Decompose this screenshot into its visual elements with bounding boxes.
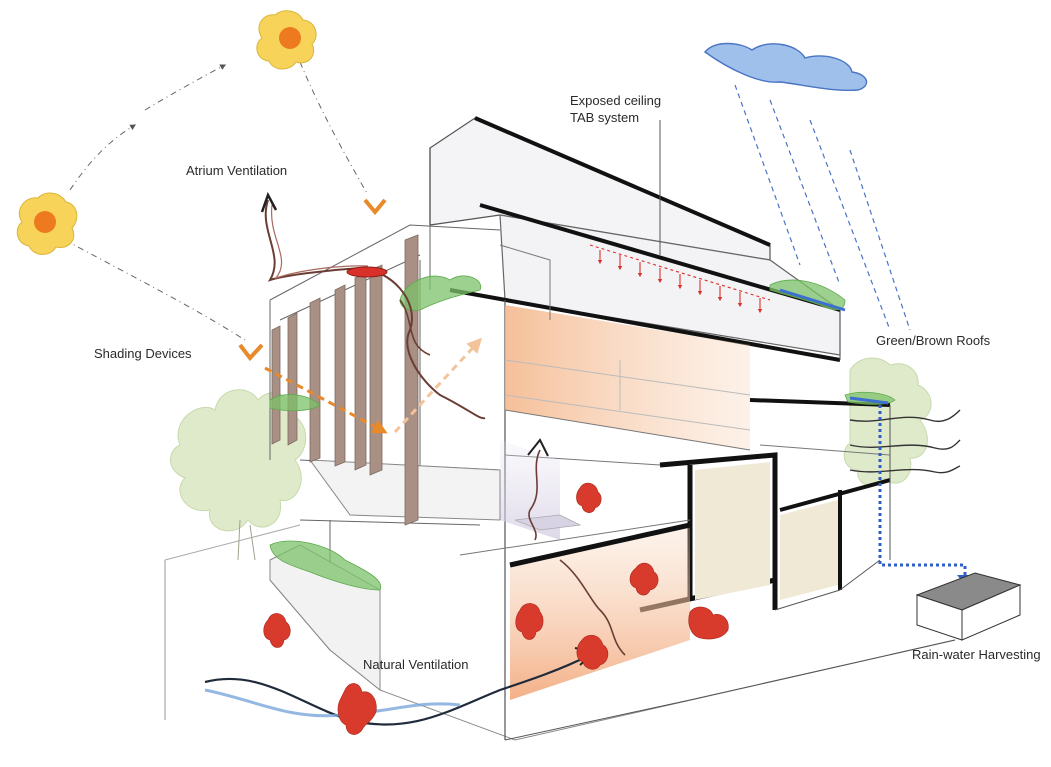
cloud-icon: [705, 44, 867, 91]
tree-icon: [170, 390, 305, 560]
label-green-brown-roofs: Green/Brown Roofs: [876, 333, 990, 349]
label-tab-system: TAB system: [570, 110, 639, 126]
label-natural-ventilation: Natural Ventilation: [363, 657, 469, 673]
water-tank-icon: [917, 573, 1020, 640]
sun-icon: [17, 193, 77, 254]
tree-icon: [844, 358, 931, 486]
label-shading-devices: Shading Devices: [94, 346, 192, 362]
label-rain-water-harvesting: Rain-water Harvesting: [912, 647, 1041, 663]
label-atrium-ventilation: Atrium Ventilation: [186, 163, 287, 179]
label-exposed-ceiling: Exposed ceiling: [570, 93, 661, 109]
sun-icon: [257, 11, 316, 69]
sun-path: [65, 62, 368, 340]
